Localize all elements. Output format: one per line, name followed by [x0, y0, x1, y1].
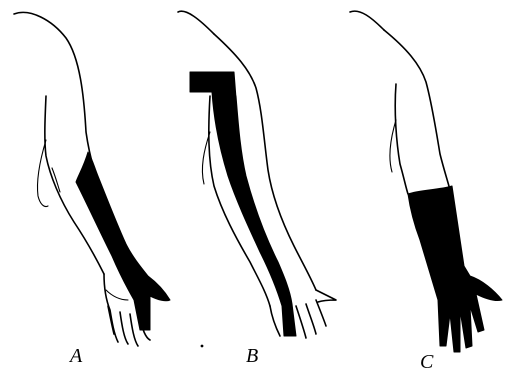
arm-b-neck-contour	[178, 11, 214, 34]
hand-a-palm-line	[106, 290, 128, 300]
arm-c-shaded-region	[408, 186, 502, 352]
panel-label-b: B	[246, 345, 258, 367]
arm-c-outer-contour	[384, 30, 450, 190]
arm-a-shaded-region	[76, 152, 170, 330]
panel-a: A	[14, 12, 170, 367]
panel-label-a: A	[68, 345, 83, 367]
panel-c: C	[350, 11, 502, 373]
arm-c-inner-contour	[395, 84, 408, 194]
arm-c-neck-contour	[350, 11, 384, 30]
panel-label-c: C	[420, 351, 434, 373]
arm-a-axilla-line	[37, 140, 48, 207]
panel-b: B	[178, 11, 336, 367]
stray-dot	[201, 345, 204, 348]
